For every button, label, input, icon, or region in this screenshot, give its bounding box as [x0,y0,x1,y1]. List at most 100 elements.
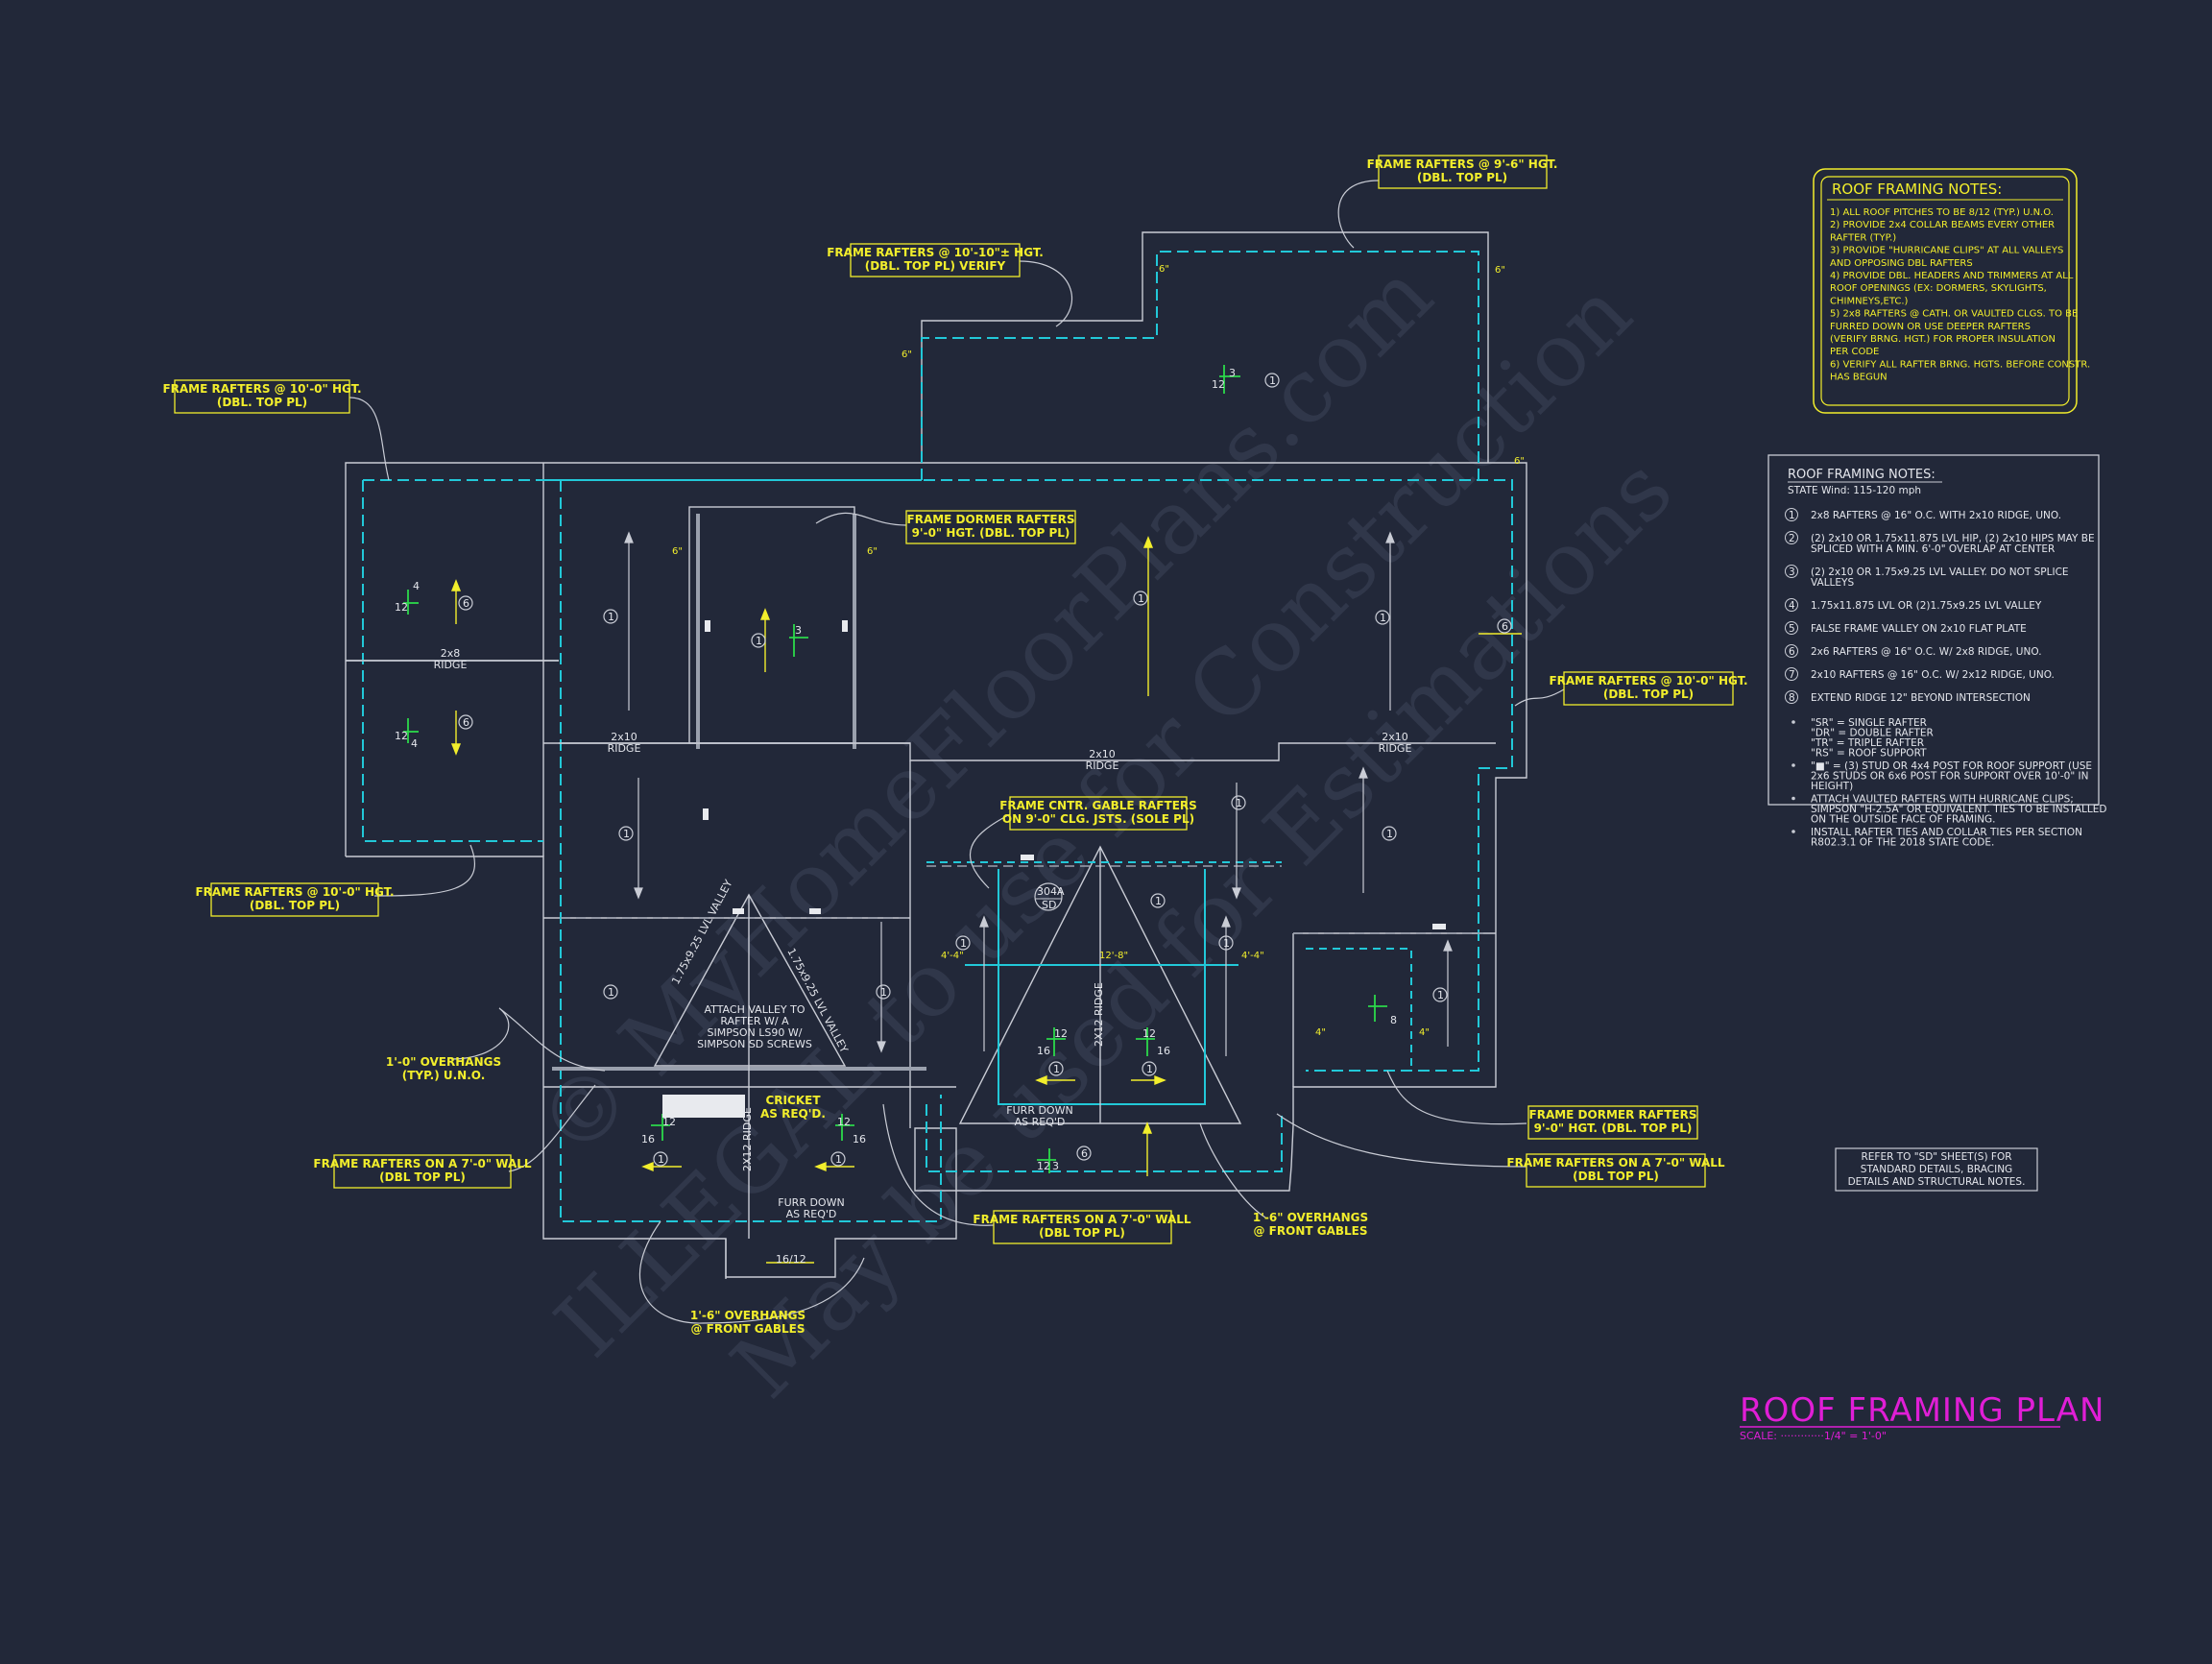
pitch-8: 8 [1390,1014,1397,1026]
callout-11-line-2: (DBL TOP PL) [1573,1170,1659,1183]
legend-bubble [1785,667,1798,681]
plan-title: ROOF FRAMING PLAN [1740,1391,2104,1430]
note-bubbles [458,373,1512,1167]
overhang-front-right-1: 1'-6" OVERHANGS [1253,1211,1368,1224]
furr-down-a-2: AS REQ'D [1015,1116,1066,1128]
legend-number: 7 [1789,669,1795,681]
callout-2-line-1: FRAME RAFTERS @ 10'-10"± HGT. [827,246,1044,259]
ridge-2x10-b-label: RIDGE [1086,760,1119,772]
callout-1-line-2: (DBL. TOP PL) [1417,171,1507,184]
legend-bullet-text: SIMPSON "H-2.5A" OR EQUIVALENT. TIES TO … [1811,804,2106,815]
section-sheet: SD [1042,899,1056,911]
notes-box-line: 4) PROVIDE DBL. HEADERS AND TRIMMERS AT … [1830,271,2074,281]
legend-bullet-text: INSTALL RAFTER TIES AND COLLAR TIES PER … [1811,827,2082,838]
legend-bubble [1785,598,1798,612]
ridge-2x10-a-label: RIDGE [608,742,641,755]
plan-scale: SCALE: ·············1/4" = 1'-0" [1740,1430,1887,1442]
legend-bullet-text: "■" = (3) STUD OR 4x4 POST FOR ROOF SUPP… [1811,760,2092,772]
pitch-16-12: 16/12 [776,1253,806,1266]
pitch-3-b: 3 [1229,367,1236,379]
bubble-1-m: 1 [880,986,887,999]
notes-box-line: HAS BEGUN [1830,373,1887,383]
legend-title: ROOF FRAMING NOTES: [1788,468,1936,482]
bubble-1-o: 1 [1053,1063,1060,1075]
callout-box-9 [333,1154,512,1189]
dim-4-a: 4" [1315,1027,1326,1038]
dim-6-a: 6" [672,546,683,557]
bubble-1-l: 1 [608,986,614,999]
legend-number: 2 [1789,533,1795,544]
callout-4-line-1: FRAME DORMER RAFTERS [907,513,1075,526]
pitch-16-b: 16 [1157,1045,1170,1057]
legend-item-text: 2x10 RAFTERS @ 16" O.C. W/ 2x12 RIDGE, U… [1811,669,2055,681]
callout-3-line-1: FRAME RAFTERS @ 10'-0" HGT. [162,382,361,396]
rafter-arrows [624,531,1453,1056]
callout-box-3 [174,379,350,414]
attach-note-1: ATTACH VALLEY TO [705,1003,805,1016]
callout-5-line-2: (DBL. TOP PL) [1603,687,1694,701]
pitch-12-g: 12 [837,1116,851,1128]
ridge-2x10-c-size: 2x10 [1382,731,1408,743]
notes-box-line: PER CODE [1830,347,1879,357]
section-number: 304A [1037,885,1065,898]
legend-bubble [1785,508,1798,521]
roof-framing-legend: ROOF FRAMING NOTES: STATE Wind: 115-120 … [1767,454,2106,849]
legend-item-text: FALSE FRAME VALLEY ON 2x10 FLAT PLATE [1811,623,2027,635]
callout-8-line-2: 9'-0" HGT. (DBL. TOP PL) [1534,1121,1693,1135]
notes-box-line: (VERIFY BRNG. HGT.) FOR PROPER INSULATIO… [1830,334,2056,345]
bubble-6-c: 6 [1502,620,1508,633]
legend-bullet-text: R802.3.1 OF THE 2018 STATE CODE. [1811,837,1994,849]
pitch-12-c: 12 [1212,378,1225,391]
legend-bullet-text: "SR" = SINGLE RAFTER [1811,717,1927,729]
wall-lines-dashed [362,251,1513,1222]
legend-bubble [1785,644,1798,658]
legend-bullet-text: ATTACH VAULTED RAFTERS WITH HURRICANE CL… [1811,794,2074,806]
overhang-dims: 6" 6" 6" 6" 6" 6" 4" 4" 12'-8" 4'-4" 4'-… [672,264,1525,1266]
callout-11-line-1: FRAME RAFTERS ON A 7'-0" WALL [1506,1156,1725,1170]
legend-item-text: EXTEND RIDGE 12" BEYOND INTERSECTION [1811,692,2031,704]
legend-subtitle: STATE Wind: 115-120 mph [1788,485,1921,496]
legend-bullet-text: "TR" = TRIPLE RAFTER [1811,737,1924,749]
callout-box-5 [1563,671,1734,706]
bubble-1-g: 1 [1236,797,1242,809]
legend-bullet [1791,830,1795,833]
refer-note-line-3: DETAILS AND STRUCTURAL NOTES. [1848,1176,2026,1188]
legend-item-text: 2x6 RAFTERS @ 16" O.C. W/ 2x8 RIDGE, UNO… [1811,646,2042,658]
watermark-line-1: © MyHomeFloorPlans.com [517,243,1452,1177]
pitch-12-e: 12 [1142,1027,1156,1040]
legend-bullet-text: HEIGHT) [1811,781,1853,792]
callout-text: FRAME RAFTERS @ 9'-6" HGT. (DBL. TOP PL)… [162,157,1747,1240]
callout-6-line-2: (DBL. TOP PL) [250,899,340,912]
ridge-2x12-a: 2X12 RIDGE [1093,982,1105,1047]
legend-bubble [1785,531,1798,544]
dim-6-f: 6" [1514,456,1525,467]
cricket-note-2: AS REQ'D. [760,1107,826,1121]
dim-6-b: 6" [867,546,878,557]
callout-box-4 [905,510,1076,544]
bubble-1-e: 1 [623,828,630,840]
pitch-12-h: 12 [1037,1160,1050,1172]
callout-box-2 [850,243,1021,277]
leader-lines [349,180,1565,1324]
notes-box-line: 6) VERIFY ALL RAFTER BRNG. HGTS. BEFORE … [1830,359,2090,370]
bubble-1-j: 1 [1223,937,1230,950]
legend-bubble [1785,690,1798,704]
overhang-front-right-2: @ FRONT GABLES [1254,1224,1368,1238]
notes-box-title: ROOF FRAMING NOTES: [1832,181,2002,198]
notes-box-line: 5) 2x8 RAFTERS @ CATH. OR VAULTED CLGS. … [1830,309,2078,320]
legend-number: 8 [1789,692,1795,704]
callout-4-line-2: 9'-0" HGT. (DBL. TOP PL) [912,526,1070,540]
callout-1-line-1: FRAME RAFTERS @ 9'-6" HGT. [1367,157,1558,171]
refer-note-line-1: REFER TO "SD" SHEET(S) FOR [1861,1151,2011,1163]
free-notes: 1'-0" OVERHANGS (TYP.) U.N.O. 1'-6" OVER… [386,1055,1368,1336]
dim-4-b: 4" [1419,1027,1430,1038]
callout-8-line-1: FRAME DORMER RAFTERS [1529,1108,1697,1121]
legend-bullet-text: "DR" = DOUBLE RAFTER [1811,728,1934,739]
pitch-12-a: 12 [395,601,408,614]
legend-bubble [1785,621,1798,635]
pitch-3-a: 3 [795,624,802,637]
callout-10-line-1: FRAME RAFTERS ON A 7'-0" WALL [973,1213,1191,1226]
overhang-typ-1: 1'-0" OVERHANGS [386,1055,501,1069]
